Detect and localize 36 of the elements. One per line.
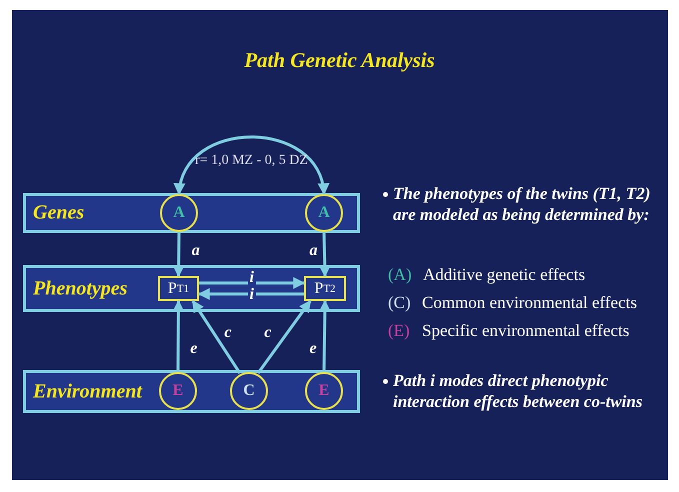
arrow xyxy=(318,232,331,278)
band-label: Phenotypes xyxy=(33,277,128,300)
circle-node: A xyxy=(160,194,198,232)
edge-label: r= 1,0 MZ - 0, 5 DZ xyxy=(194,152,309,170)
band-label: Environment xyxy=(33,380,142,403)
arrow xyxy=(175,136,328,196)
circle-node: E xyxy=(159,372,197,410)
band-label: Genes xyxy=(33,202,84,224)
circle-node: C xyxy=(230,372,268,410)
edge-label: c xyxy=(263,325,272,342)
arrow xyxy=(172,300,184,372)
edge-label: e xyxy=(308,340,318,356)
arrow xyxy=(318,300,331,372)
circle-node: E xyxy=(305,372,343,410)
band-panel xyxy=(23,370,360,413)
arrow xyxy=(199,277,306,289)
edge-label: a xyxy=(190,243,201,259)
text-label: (E) xyxy=(388,320,410,341)
text-label: Additive genetic effects xyxy=(423,264,586,285)
circle-node: A xyxy=(305,194,343,232)
arrow xyxy=(172,232,185,278)
text-label: The phenotypes of the twins (T1, T2) are modeled as being determined by: xyxy=(393,183,652,225)
band-panel xyxy=(23,265,360,312)
arrow xyxy=(198,288,304,300)
text-label: Specific environmental effects xyxy=(422,320,630,341)
text-label: Path i modes direct phenotypic interaction effects between co-twins xyxy=(393,370,644,412)
title: Path Genetic Analysis xyxy=(244,48,435,72)
text-label: (A) xyxy=(388,264,412,285)
arrow xyxy=(192,300,242,374)
arrow xyxy=(256,300,312,374)
text-label: Common environmental effects xyxy=(422,292,637,313)
band-panel xyxy=(23,193,360,233)
text-label: (C) xyxy=(388,292,411,313)
edge-label: c xyxy=(223,325,232,342)
edge-label: e xyxy=(189,340,198,356)
edge-label: a xyxy=(308,243,318,259)
